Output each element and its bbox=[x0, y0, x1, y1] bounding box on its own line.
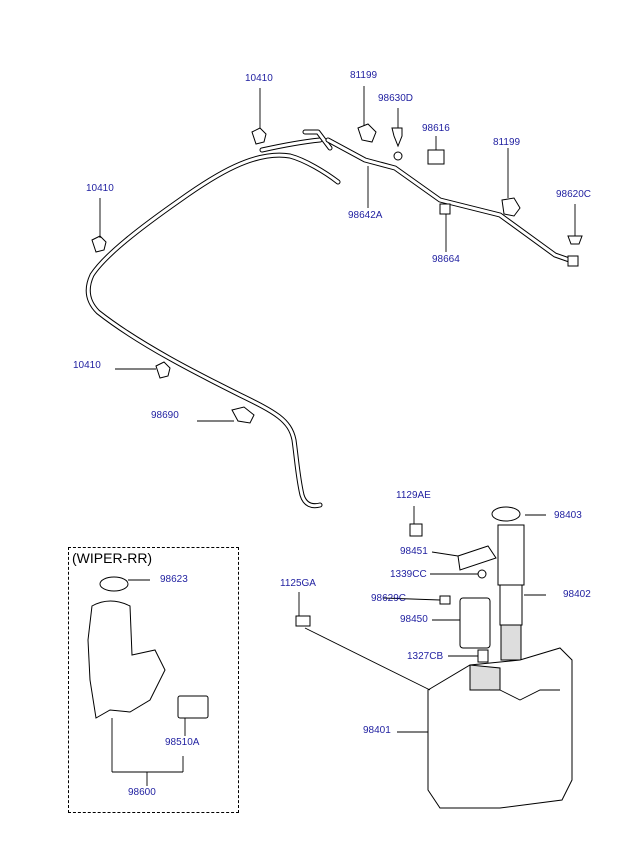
label-10410-top: 10410 bbox=[245, 73, 273, 84]
clip-98629C bbox=[439, 595, 451, 605]
bolt-1129AE bbox=[409, 523, 423, 537]
label-1125GA: 1125GA bbox=[280, 578, 316, 589]
washer-hose bbox=[85, 129, 578, 509]
clip-10410-left bbox=[91, 235, 107, 253]
wiper-rr-inset-box bbox=[68, 547, 239, 813]
clip-81199-a bbox=[357, 123, 377, 143]
bracket-98616 bbox=[427, 149, 445, 165]
label-98616: 98616 bbox=[422, 123, 450, 134]
label-1327CB: 1327CB bbox=[407, 651, 444, 662]
clip-81199-b bbox=[501, 197, 521, 217]
joint-98664 bbox=[439, 203, 451, 215]
clip-10410-mid bbox=[155, 361, 171, 379]
label-10410-mid: 10410 bbox=[73, 360, 101, 371]
label-1129AE: 1129AE bbox=[396, 490, 431, 501]
label-98600: 98600 bbox=[128, 787, 156, 798]
label-98510A: 98510A bbox=[165, 737, 200, 748]
bolt-1125GA bbox=[295, 615, 311, 627]
label-10410-left: 10410 bbox=[86, 183, 114, 194]
inset-reservoir bbox=[87, 600, 166, 719]
label-98690: 98690 bbox=[151, 410, 179, 421]
label-98620C: 98620C bbox=[556, 189, 592, 200]
label-98401: 98401 bbox=[363, 725, 391, 736]
clip-10410-top bbox=[251, 127, 267, 145]
nozzle-98620C bbox=[567, 235, 583, 267]
cap-98403 bbox=[491, 506, 521, 522]
label-98450: 98450 bbox=[400, 614, 428, 625]
clip-98690 bbox=[231, 406, 255, 424]
label-98623: 98623 bbox=[160, 574, 188, 585]
inset-title: (WIPER-RR) bbox=[72, 550, 153, 566]
inset-cap-98623 bbox=[99, 576, 129, 592]
filler-neck-98402 bbox=[497, 524, 525, 661]
bolt-1327CB bbox=[477, 649, 489, 663]
label-98451: 98451 bbox=[400, 546, 428, 557]
pump-98450 bbox=[459, 597, 491, 649]
label-98630D: 98630D bbox=[378, 93, 414, 104]
bracket-98451 bbox=[457, 545, 497, 571]
label-98642A: 98642A bbox=[348, 210, 383, 221]
label-81199-b: 81199 bbox=[493, 137, 521, 148]
label-81199-a: 81199 bbox=[350, 70, 378, 81]
fitting-98630D bbox=[391, 127, 403, 161]
label-98664: 98664 bbox=[432, 254, 460, 265]
leader-lines bbox=[99, 86, 576, 786]
label-1339CC: 1339CC bbox=[390, 569, 427, 580]
inset-pump-98510A bbox=[177, 695, 209, 719]
label-98403: 98403 bbox=[554, 510, 582, 521]
label-98629C: 98629C bbox=[371, 593, 407, 604]
screw-1339CC bbox=[477, 569, 487, 579]
reservoir-98401 bbox=[427, 647, 573, 809]
label-98402: 98402 bbox=[563, 589, 591, 600]
